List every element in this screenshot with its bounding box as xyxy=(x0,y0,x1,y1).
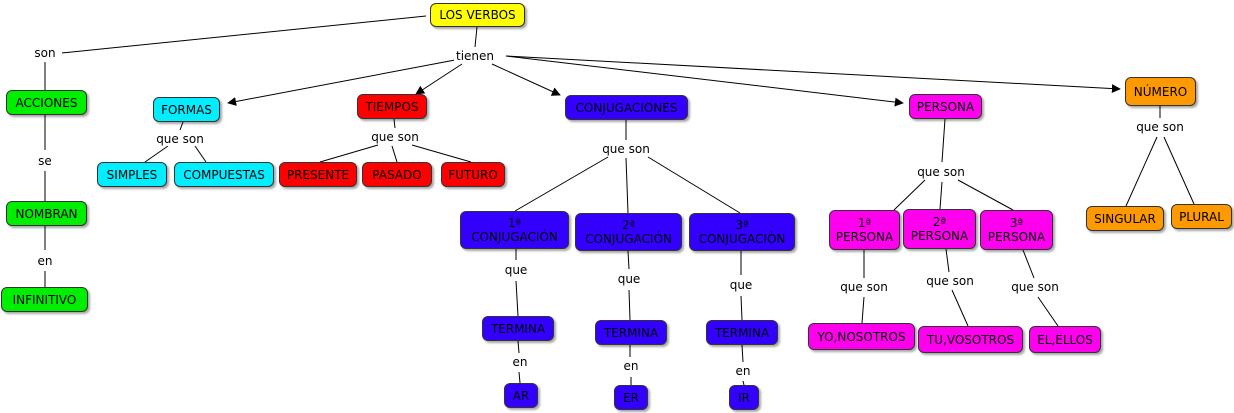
node-acciones[interactable]: ACCIONES xyxy=(6,90,87,115)
connector-line xyxy=(939,181,943,210)
connector-line xyxy=(740,295,743,321)
connector-line xyxy=(941,118,946,163)
link-label-queson_formas: que son xyxy=(154,132,206,146)
connector-line xyxy=(515,280,519,317)
node-infinitivo[interactable]: INFINITIVO xyxy=(1,287,88,312)
node-el[interactable]: EL,ELLOS xyxy=(1029,326,1101,353)
node-conj1[interactable]: 1ª CONJUGACIÓN xyxy=(460,211,569,249)
connector-line xyxy=(861,296,865,324)
connector-line xyxy=(742,380,745,386)
link-label-queson_p2: que son xyxy=(924,274,976,288)
link-label-en2: en xyxy=(621,359,641,373)
connector-line xyxy=(957,179,1014,211)
node-persona2[interactable]: 2ª PERSONA xyxy=(903,209,976,249)
arrow-connector xyxy=(491,63,561,96)
node-ir[interactable]: IR xyxy=(729,385,759,410)
node-pasado[interactable]: PASADO xyxy=(362,162,432,187)
connector-line xyxy=(474,26,478,48)
node-ar[interactable]: AR xyxy=(504,383,538,408)
connector-line xyxy=(945,248,950,273)
connector-line xyxy=(893,179,926,211)
connector-line xyxy=(625,157,629,214)
connector-line xyxy=(627,250,630,270)
link-label-que2: que xyxy=(615,272,643,286)
node-conjugaciones[interactable]: CONJUGACIONES xyxy=(565,95,688,120)
arrow-connector xyxy=(505,55,1121,94)
connector-line xyxy=(144,145,169,163)
node-er[interactable]: ER xyxy=(614,385,648,410)
connector-line xyxy=(61,15,427,54)
link-label-tienen: tienen xyxy=(453,49,497,63)
arrow-connector xyxy=(227,59,456,106)
connector-line xyxy=(518,371,521,384)
connector-line xyxy=(319,144,379,163)
node-conj3[interactable]: 3ª CONJUGACIÓN xyxy=(689,213,795,251)
connector-line xyxy=(411,144,472,163)
link-label-queson_conjug: que son xyxy=(600,142,652,156)
node-persona3[interactable]: 3ª PERSONA xyxy=(980,210,1053,250)
node-singular[interactable]: SINGULAR xyxy=(1086,206,1164,231)
node-simples[interactable]: SIMPLES xyxy=(97,162,167,187)
connector-line xyxy=(647,156,741,214)
node-nombran[interactable]: NOMBRAN xyxy=(6,201,87,226)
node-termina1[interactable]: TERMINA xyxy=(482,316,554,341)
node-tu[interactable]: TU,VOSOTROS xyxy=(918,326,1023,353)
node-termina3[interactable]: TERMINA xyxy=(706,320,778,345)
link-label-se: se xyxy=(36,154,54,168)
node-root[interactable]: LOS VERBOS xyxy=(430,3,525,27)
arrow-connector xyxy=(505,55,904,107)
link-label-queson_numero: que son xyxy=(1134,120,1186,134)
node-termina2[interactable]: TERMINA xyxy=(595,320,667,345)
node-plural[interactable]: PLURAL xyxy=(1171,204,1232,229)
link-label-son: son xyxy=(32,46,58,60)
link-label-en1: en xyxy=(510,355,530,369)
connector-line xyxy=(951,289,969,327)
link-label-en_infinitivo: en xyxy=(35,254,55,268)
node-tiempos[interactable]: TIEMPOS xyxy=(357,94,427,119)
connector-line xyxy=(741,344,744,363)
node-futuro[interactable]: FUTURO xyxy=(441,162,505,187)
connector-line xyxy=(391,145,398,163)
connector-line xyxy=(393,118,396,129)
connector-line xyxy=(179,121,184,131)
arrow-connector xyxy=(415,63,463,95)
connector-line xyxy=(1163,136,1195,205)
node-formas[interactable]: FORMAS xyxy=(153,97,220,122)
node-yo[interactable]: YO,NOSOTROS xyxy=(808,323,915,350)
node-persona[interactable]: PERSONA xyxy=(909,94,982,119)
link-label-queson_persona: que son xyxy=(915,165,967,179)
connector-line xyxy=(517,340,520,354)
connector-line xyxy=(194,145,207,163)
link-label-queson_p1: que son xyxy=(838,280,890,294)
link-label-queson_tiempos: que son xyxy=(369,130,421,144)
connector-line xyxy=(514,156,609,212)
node-compuestas[interactable]: COMPUESTAS xyxy=(174,162,274,187)
connector-line xyxy=(1022,249,1035,279)
link-label-que1: que xyxy=(502,263,530,277)
link-label-queson_p3: que son xyxy=(1009,280,1061,294)
node-numero[interactable]: NÚMERO xyxy=(1125,77,1196,106)
node-persona1[interactable]: 1ª PERSONA xyxy=(829,210,900,250)
node-presente[interactable]: PRESENTE xyxy=(279,162,357,187)
connector-line xyxy=(1037,296,1059,327)
node-conj2[interactable]: 2ª CONJUGACIÓN xyxy=(575,213,682,251)
link-label-que3: que xyxy=(727,278,755,292)
connector-line xyxy=(1125,136,1158,207)
link-label-en3: en xyxy=(733,364,753,378)
connector-line xyxy=(628,289,631,321)
